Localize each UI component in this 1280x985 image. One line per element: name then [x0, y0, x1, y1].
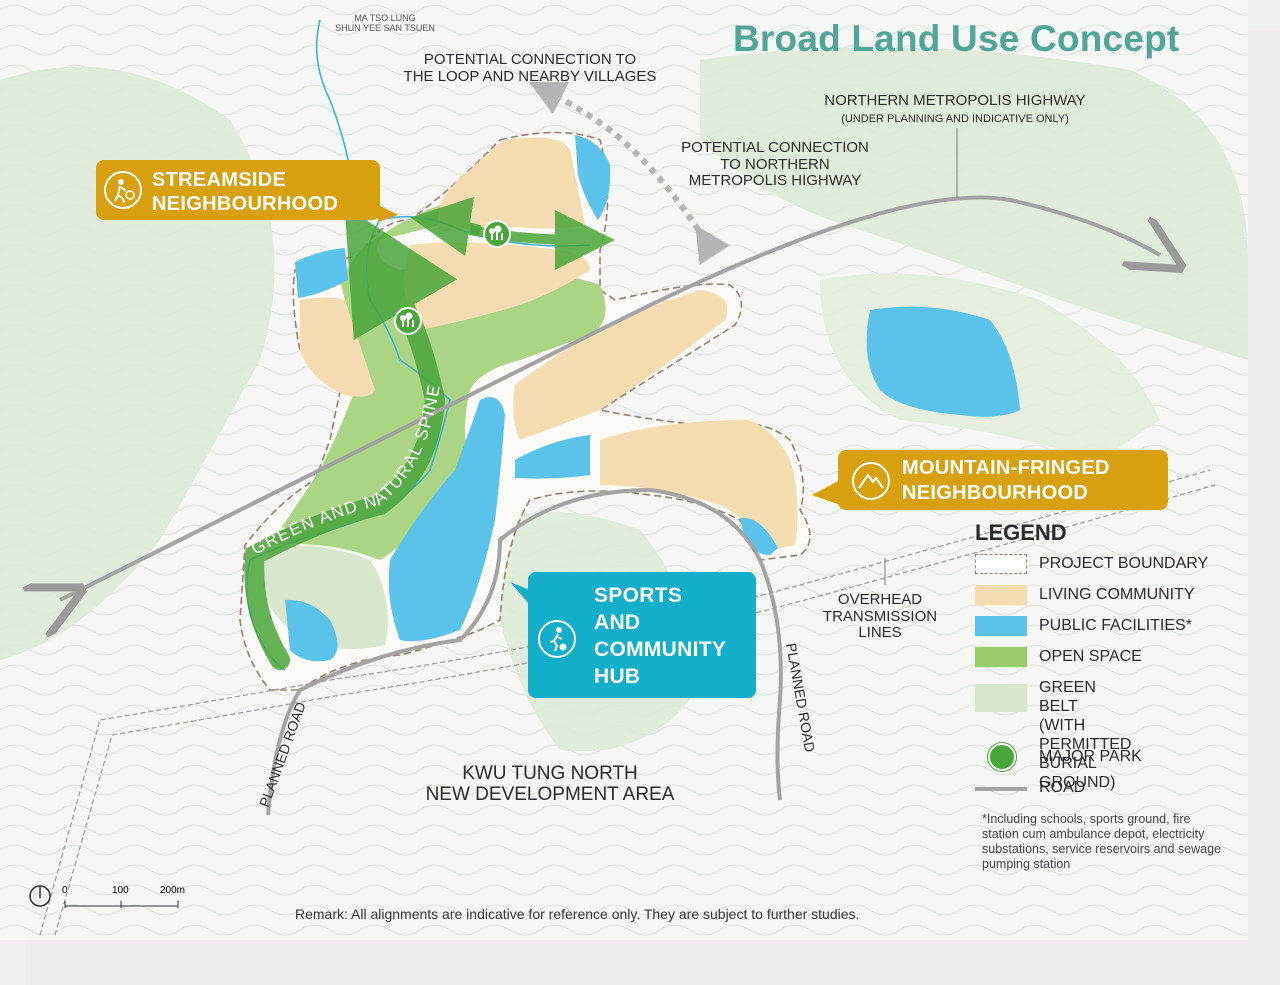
kwu-tung-label: KWU TUNG NORTH NEW DEVELOPMENT AREA — [400, 763, 700, 806]
scale-label-0: 0 — [62, 885, 68, 896]
legend-label-public: PUBLIC FACILITIES* — [1039, 617, 1192, 634]
sports-callout: SPORTS AND COMMUNITY HUB — [528, 572, 756, 698]
streamside-callout: STREAMSIDE NEIGHBOURHOOD — [96, 160, 380, 220]
northern-metropolis-highway — [60, 195, 1160, 601]
kwu-tung-line2: NEW DEVELOPMENT AREA — [425, 783, 675, 805]
legend-swatch-boundary — [975, 554, 1027, 574]
connection-loop-label: POTENTIAL CONNECTION TO THE LOOP AND NEA… — [380, 51, 680, 85]
mountain-label: MOUNTAIN-FRINGED NEIGHBOURHOOD — [902, 456, 1110, 506]
streamside-label: STREAMSIDE NEIGHBOURHOOD — [152, 168, 338, 216]
legend-label-greenbelt: GREEN BELT (WITH PERMITTED BURIAL GROUND… — [1039, 679, 1132, 791]
sports-line4: HUB — [594, 665, 641, 688]
connection-nmh-line1: POTENTIAL CONNECTION — [681, 139, 869, 156]
streamside-line2: NEIGHBOURHOOD — [152, 193, 339, 215]
sports-pointer — [510, 582, 530, 605]
major-park-icon — [483, 220, 511, 248]
overhead-line2: TRANSMISSION — [822, 607, 938, 625]
remark: Remark: All alignments are indicative fo… — [295, 906, 860, 922]
scale-label-200: 200m — [160, 885, 186, 896]
legend-park-icon — [988, 743, 1016, 771]
streamside-pointer — [378, 205, 398, 222]
legend-swatch-living — [975, 585, 1027, 605]
mountain-icon — [852, 462, 890, 500]
scale-label-100: 100 — [112, 885, 129, 896]
page-title: Broad Land Use Concept — [733, 18, 1180, 59]
sports-label: SPORTS AND COMMUNITY HUB — [594, 582, 726, 690]
legend-label-living: LIVING COMMUNITY — [1039, 586, 1195, 603]
map-sheet-edge — [1248, 30, 1280, 940]
overhead-line3: LINES — [858, 624, 902, 641]
nmh-label: NORTHERN METROPOLIS HIGHWAY — [824, 92, 1086, 109]
map-sheet-shadow — [30, 940, 1280, 985]
legend-swatch-road — [975, 787, 1027, 791]
legend-label-boundary: PROJECT BOUNDARY — [1039, 555, 1209, 572]
nmh-note: (UNDER PLANNING AND INDICATIVE ONLY) — [841, 113, 1069, 125]
legend-swatch-open — [975, 647, 1027, 667]
major-park-icon — [394, 307, 422, 335]
legend-footnote: *Including schools, sports ground, fire … — [982, 812, 1222, 871]
kwu-tung-line1: KWU TUNG NORTH — [462, 763, 638, 784]
scale-bar: 0 100 200m — [28, 884, 188, 914]
connection-nmh-line2: TO NORTHERN — [720, 155, 830, 173]
mountain-line1: MOUNTAIN-FRINGED — [902, 457, 1110, 479]
connection-loop-line1: POTENTIAL CONNECTION TO — [423, 51, 637, 68]
overhead-line1: OVERHEAD — [837, 591, 923, 608]
streamside-line1: STREAMSIDE — [152, 169, 287, 191]
connection-loop-line2: THE LOOP AND NEARBY VILLAGES — [403, 67, 657, 85]
village-label-line1: MA TSO LUNG — [354, 13, 416, 23]
legend-heading: LEGEND — [975, 520, 1067, 545]
connection-nmh-label: POTENTIAL CONNECTION TO NORTHERN METROPO… — [655, 139, 895, 190]
sports-line2: AND — [594, 611, 641, 634]
legend-label-park: MAJOR PARK — [1039, 748, 1142, 765]
mountain-pointer — [812, 480, 840, 505]
sports-line3: COMMUNITY — [594, 638, 727, 661]
potential-connection-arrow — [528, 81, 730, 265]
sports-line1: SPORTS — [594, 584, 683, 607]
legend-label-road: ROAD — [1039, 779, 1086, 796]
village-label-line2: SHUN YEE SAN TSUEN — [335, 22, 435, 33]
legend-label-open: OPEN SPACE — [1039, 648, 1142, 665]
hiker-icon — [104, 171, 142, 209]
legend-swatch-public — [975, 616, 1027, 636]
legend-swatch-greenbelt — [975, 684, 1027, 712]
football-player-icon — [538, 620, 576, 658]
legend: LEGEND PROJECT BOUNDARY LIVING COMMUNITY… — [975, 520, 1235, 822]
mountain-callout: MOUNTAIN-FRINGED NEIGHBOURHOOD — [838, 450, 1168, 510]
village-label: MA TSO LUNG SHUN YEE SAN TSUEN — [330, 13, 440, 34]
overhead-label: OVERHEAD TRANSMISSION LINES — [800, 591, 960, 642]
mountain-line2: NEIGHBOURHOOD — [902, 482, 1089, 504]
connection-nmh-line3: METROPOLIS HIGHWAY — [688, 172, 862, 189]
